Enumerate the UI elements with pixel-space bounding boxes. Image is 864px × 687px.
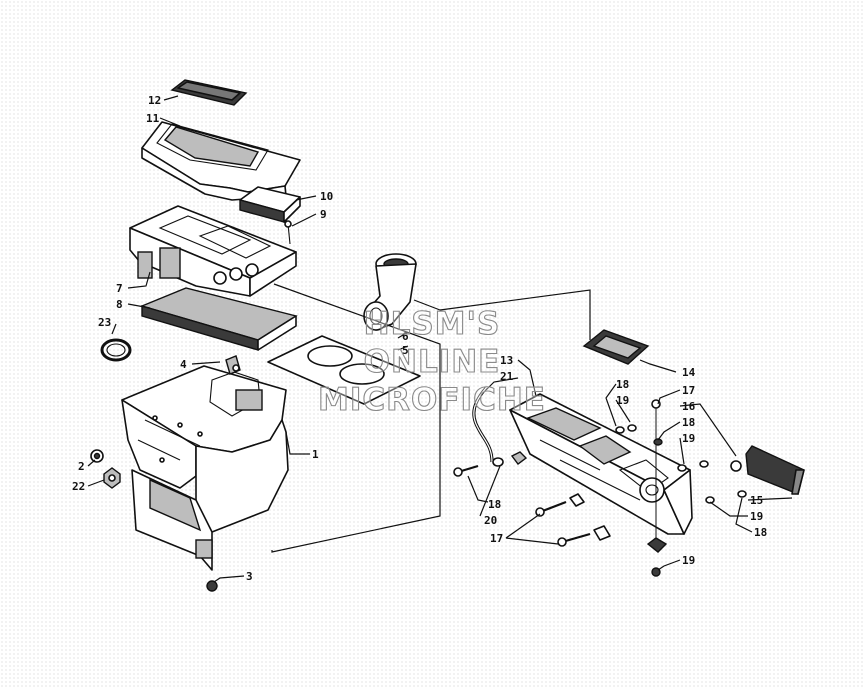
callout-13: 13 (500, 354, 513, 367)
callout-14: 14 (682, 366, 696, 379)
part-12-label-plate (170, 79, 248, 106)
part-4-fitting (225, 355, 241, 375)
callout-labels: 12 11 10 9 7 8 23 4 1 2 22 3 6 5 13 21 1… (72, 94, 767, 583)
part-9-screw (284, 220, 292, 245)
callout-17-upper: 17 (682, 384, 695, 397)
part-13-silencer (509, 393, 693, 535)
callout-18-lower-right: 18 (754, 526, 767, 539)
callout-19-right: 19 (682, 432, 695, 445)
callout-2: 2 (78, 460, 85, 473)
callout-10: 10 (320, 190, 333, 203)
callout-23: 23 (98, 316, 111, 329)
part-2-grommet (90, 449, 104, 463)
callout-19-upper: 19 (616, 394, 629, 407)
callout-18-lower-left: 18 (488, 498, 501, 511)
callout-4: 4 (180, 358, 187, 371)
part-23-clamp (100, 338, 132, 362)
part-14-gasket (582, 329, 650, 365)
callout-1: 1 (312, 448, 319, 461)
callout-17-lower: 17 (490, 532, 503, 545)
callout-18-right: 18 (682, 416, 695, 429)
callout-19-bottom: 19 (682, 554, 695, 567)
part-3-fastener (206, 580, 218, 592)
part-21-hose (472, 386, 494, 463)
callout-18-upper: 18 (616, 378, 629, 391)
part-7-airbox-upper (129, 205, 297, 297)
routing-lines (271, 283, 591, 553)
watermark-line-2: ONLINE (364, 344, 501, 380)
callout-11: 11 (146, 112, 160, 125)
watermark-line-1: HLSM'S (364, 306, 501, 342)
hardware-group (453, 399, 747, 577)
part-11-cover (141, 121, 301, 201)
callout-5: 5 (402, 344, 409, 357)
callout-16: 16 (682, 400, 696, 413)
callout-21: 21 (500, 370, 514, 383)
callout-22: 22 (72, 480, 85, 493)
watermark-line-3: MICROFICHE (318, 382, 546, 418)
watermark: HLSM'S ONLINE MICROFICHE (317, 305, 546, 418)
part-8-filter-element (139, 287, 298, 351)
callout-3: 3 (246, 570, 253, 583)
part-6-intake-boot (363, 253, 417, 331)
callout-9: 9 (320, 208, 327, 221)
callout-12: 12 (148, 94, 161, 107)
callout-15: 15 (750, 494, 763, 507)
part-10-filter (239, 186, 301, 223)
part-15-screen (745, 445, 805, 495)
part-1-airbox-lower (121, 365, 289, 571)
callout-20: 20 (484, 514, 497, 527)
callout-8: 8 (116, 298, 123, 311)
callout-19-lower-right: 19 (750, 510, 763, 523)
part-22-nut (103, 467, 121, 489)
callout-6: 6 (402, 330, 409, 343)
leader-lines (87, 95, 793, 583)
callout-7: 7 (116, 282, 123, 295)
part-5-gasket (267, 335, 421, 405)
